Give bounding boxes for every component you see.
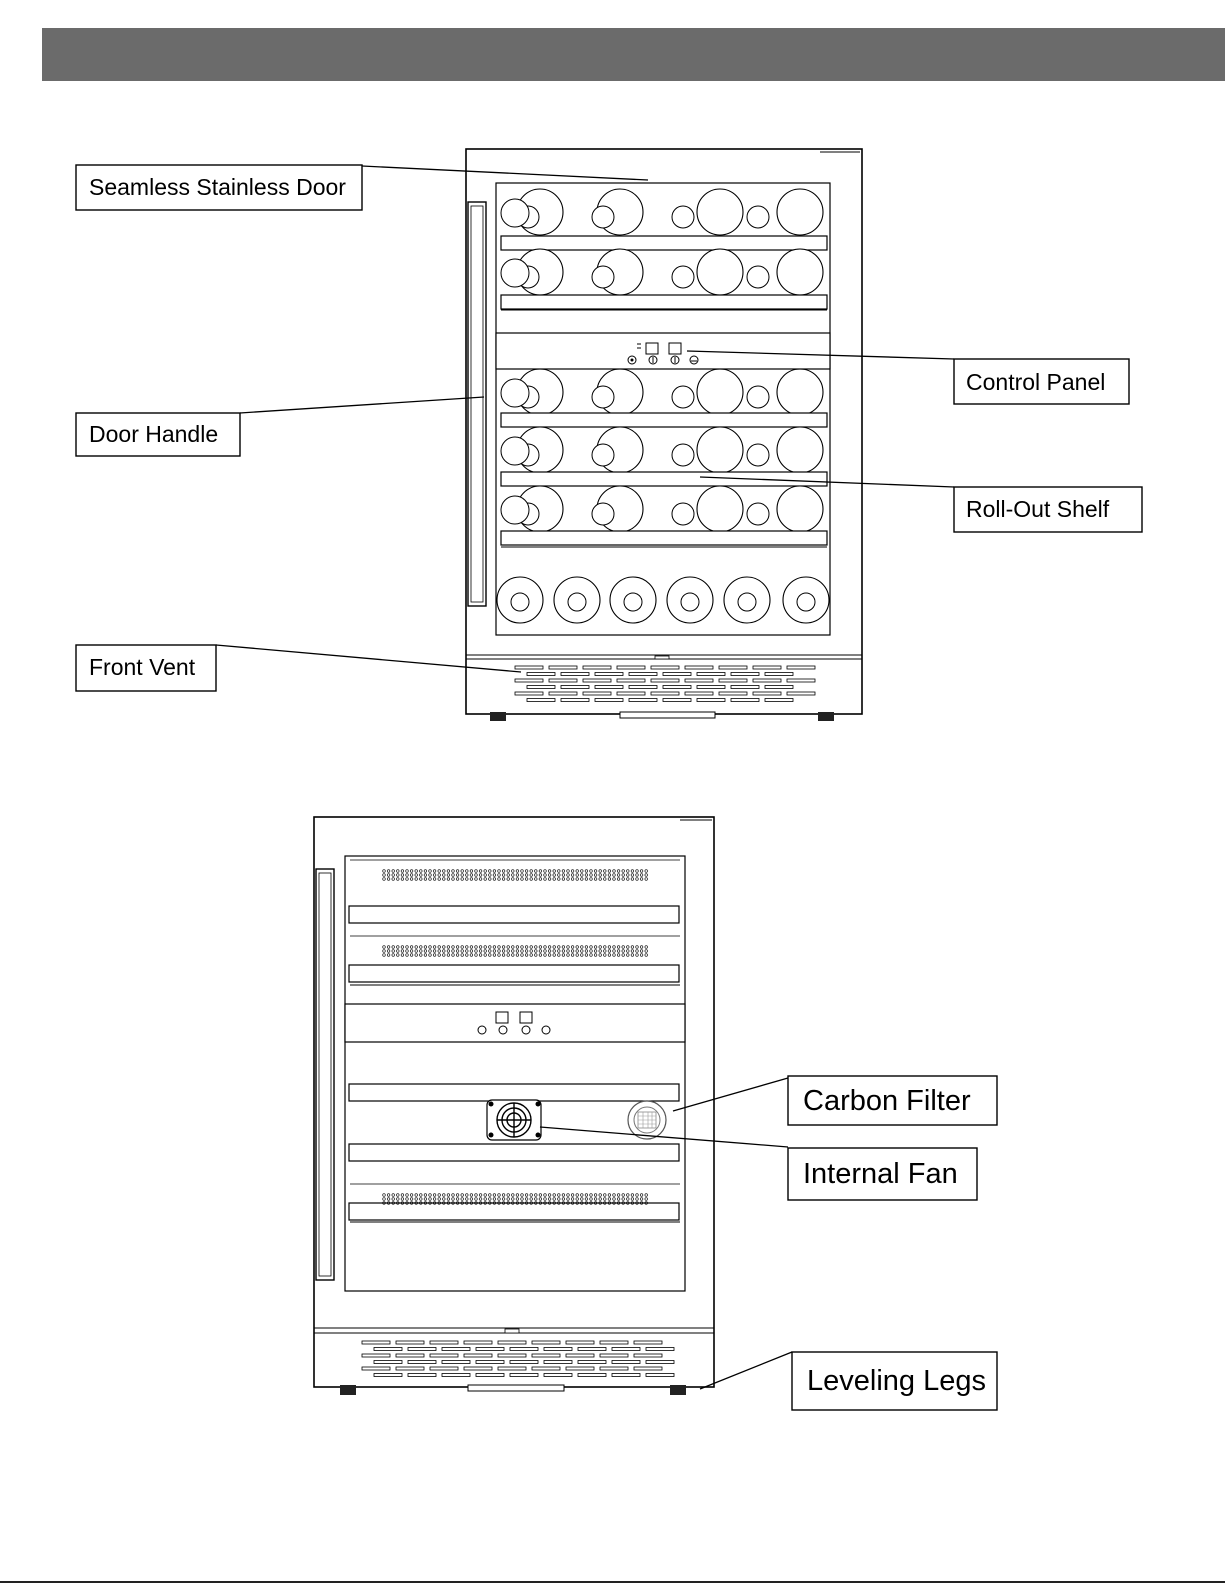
label-text: Internal Fan xyxy=(803,1158,958,1190)
label-roll-out-shelf: Roll-Out Shelf xyxy=(954,487,1142,532)
label-text: Roll-Out Shelf xyxy=(966,496,1110,522)
control-panel xyxy=(496,333,830,369)
light-icon xyxy=(690,356,698,364)
label-door-handle: Door Handle xyxy=(76,413,240,456)
label-text: Front Vent xyxy=(89,654,196,680)
up-icon xyxy=(671,356,679,364)
label-front-vent: Front Vent xyxy=(76,645,216,691)
label-text: Leveling Legs xyxy=(807,1365,986,1397)
label-internal-fan: Internal Fan xyxy=(788,1148,977,1200)
label-text: Door Handle xyxy=(89,421,218,447)
fridge-front-interior xyxy=(314,817,714,1395)
label-leveling-legs: Leveling Legs xyxy=(792,1352,997,1410)
carbon-filter-icon xyxy=(628,1101,666,1139)
door-handle-rear xyxy=(316,869,334,1280)
power-icon xyxy=(628,356,636,364)
label-text: Carbon Filter xyxy=(803,1085,971,1117)
label-carbon-filter: Carbon Filter xyxy=(788,1076,997,1125)
label-text: Seamless Stainless Door xyxy=(89,174,346,200)
footer-rule xyxy=(0,1581,1225,1583)
fridge-front-with-bottles xyxy=(466,149,862,721)
door-handle xyxy=(468,202,486,606)
fan-icon xyxy=(487,1100,541,1140)
label-seamless-stainless-door: Seamless Stainless Door xyxy=(76,165,362,210)
control-panel-rear xyxy=(345,1004,685,1042)
down-icon xyxy=(649,356,657,364)
label-text: Control Panel xyxy=(966,369,1105,395)
label-control-panel: Control Panel xyxy=(954,359,1129,404)
